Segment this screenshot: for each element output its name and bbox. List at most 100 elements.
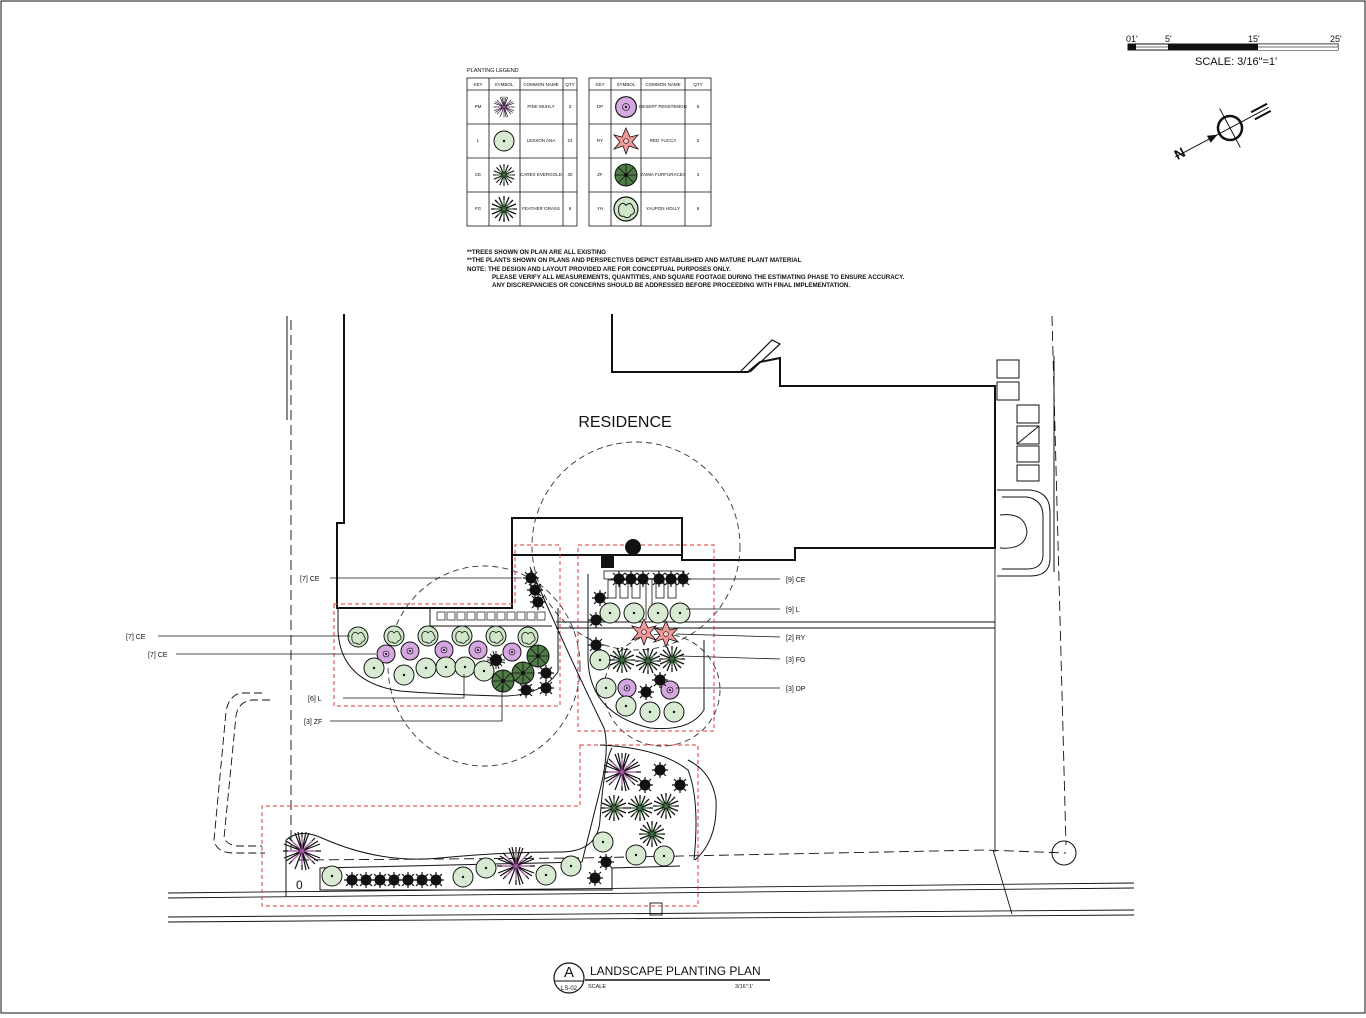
plant-ce bbox=[517, 681, 535, 699]
tree-trunk-icon bbox=[625, 539, 641, 555]
legend-qty: 6 bbox=[569, 206, 572, 211]
plant-l bbox=[625, 844, 647, 866]
callout-left-1: [7] CE bbox=[300, 576, 320, 583]
residence-label: RESIDENCE bbox=[578, 414, 671, 431]
note-line: **TREES SHOWN ON PLAN ARE ALL EXISTING bbox=[467, 249, 606, 256]
scale-bar: 0 1' 5' 15' 25' SCALE: 3/16"=1' bbox=[1126, 34, 1342, 68]
plant-yh bbox=[417, 625, 439, 647]
plant-fg bbox=[626, 794, 654, 822]
plant-l bbox=[475, 857, 497, 879]
plant-dp bbox=[468, 640, 488, 660]
plant-l bbox=[615, 695, 637, 717]
plant-ce bbox=[526, 581, 544, 599]
detail-bubble bbox=[553, 962, 585, 994]
callout-right-5: [3] DP bbox=[786, 686, 806, 693]
legend-name: DESERT PENSTEMON bbox=[639, 104, 687, 109]
red-yucca-symbol-icon bbox=[613, 127, 639, 155]
legend-header-name: COMMON NAME bbox=[645, 82, 680, 87]
plant-l bbox=[599, 602, 621, 624]
plant-l bbox=[393, 664, 415, 686]
plant-ce bbox=[637, 683, 655, 701]
plant-l bbox=[452, 866, 474, 888]
residence-outline bbox=[336, 314, 996, 609]
planting-legend: PLANTING LEGEND KEY SYMBOL C bbox=[466, 68, 712, 227]
plant-l bbox=[647, 602, 669, 624]
legend-qty: 24 bbox=[567, 138, 573, 143]
plant-yh bbox=[485, 625, 507, 647]
plant-ce bbox=[522, 569, 540, 587]
legend-qty: 3 bbox=[569, 104, 572, 109]
existing-tree-canopies bbox=[387, 441, 741, 767]
legend-name: ZAMIA FURFURACEA bbox=[640, 172, 686, 177]
plant-ce bbox=[634, 570, 652, 588]
plant-ce bbox=[537, 679, 555, 697]
side-yard-elements bbox=[996, 359, 1051, 577]
note-line: PLEASE VERIFY ALL MEASUREMENTS, QUANTITI… bbox=[492, 274, 905, 281]
plant-fg bbox=[634, 647, 662, 675]
plant-pm bbox=[602, 752, 642, 792]
north-arrow-icon bbox=[1175, 102, 1272, 158]
callout-left-4: [6] L bbox=[308, 696, 322, 703]
callout-labels: [7] CE [7] CE [7] CE [6] L [3] ZF [9] CE… bbox=[126, 576, 806, 726]
scale-label: SCALE: 3/16"=1' bbox=[1195, 56, 1277, 68]
north-letter: N bbox=[1171, 144, 1187, 163]
sheet-number: LS-02 bbox=[561, 986, 578, 992]
plant-ce bbox=[413, 871, 431, 889]
legend-key: L bbox=[477, 138, 480, 143]
plant-l bbox=[653, 845, 675, 867]
scale-tick-15: 15' bbox=[1248, 34, 1260, 44]
plant-ce bbox=[597, 853, 615, 871]
plant-ce bbox=[537, 664, 555, 682]
plant-ce bbox=[371, 871, 389, 889]
legend-key: ZF bbox=[597, 172, 603, 177]
plant-l bbox=[589, 649, 611, 671]
legend-key: PM bbox=[475, 104, 482, 109]
plant-ce bbox=[343, 871, 361, 889]
legend-table-right bbox=[588, 77, 712, 227]
scale-value: 3/16":1' bbox=[735, 984, 753, 990]
legend-key: YH bbox=[597, 206, 603, 211]
plant-fg bbox=[652, 792, 680, 820]
legend-qty: 30 bbox=[567, 172, 573, 177]
legend-name: FEATHER GRASS bbox=[522, 206, 560, 211]
legend-header-key: KEY bbox=[595, 82, 604, 87]
paver-row bbox=[436, 611, 546, 621]
note-line: ANY DISCREPANCIES OR CONCERNS SHOULD BE … bbox=[492, 282, 850, 289]
plant-l bbox=[623, 602, 645, 624]
drawing-title: LANDSCAPE PLANTING PLAN bbox=[590, 964, 761, 978]
sidewalk-curb bbox=[167, 388, 1135, 923]
bed-boundaries bbox=[261, 544, 715, 907]
pink-muhly-symbol-icon bbox=[493, 96, 515, 118]
callout-left-2: [7] CE bbox=[126, 634, 146, 641]
plant-yh bbox=[517, 626, 539, 648]
plant-l bbox=[669, 602, 691, 624]
callout-right-2: [9] L bbox=[786, 607, 800, 614]
legend-key: FG bbox=[475, 206, 482, 211]
plant-ce bbox=[636, 776, 654, 794]
plant-dp bbox=[502, 642, 522, 662]
legend-title: PLANTING LEGEND bbox=[467, 68, 519, 74]
plant-ce bbox=[586, 869, 604, 887]
legend-name: CAREX EVERGOLD bbox=[520, 172, 563, 177]
legend-qty: 2 bbox=[697, 138, 700, 143]
legend-header-symbol: SYMBOL bbox=[617, 82, 636, 87]
legend-qty: 8 bbox=[697, 104, 700, 109]
bed-edges bbox=[285, 566, 717, 897]
plant-fg bbox=[658, 645, 686, 673]
plant-l bbox=[663, 701, 685, 723]
legend-name: YAUPON HOLLY bbox=[646, 206, 680, 211]
plant-yh bbox=[347, 626, 369, 648]
scale-tick-25: 25' bbox=[1330, 34, 1342, 44]
legend-header-name: COMMON NAME bbox=[523, 82, 558, 87]
legend-header-qty: QTY bbox=[565, 82, 574, 87]
downspout-icon bbox=[601, 554, 614, 568]
utility-pole-icon bbox=[1051, 840, 1077, 866]
feather-grass-symbol-icon bbox=[490, 195, 518, 223]
lessonana-symbol-icon bbox=[493, 130, 515, 152]
zamia-symbol-icon bbox=[614, 163, 638, 187]
legend-name: RED YUCCA bbox=[650, 138, 676, 143]
plant-l bbox=[473, 660, 495, 682]
plant-l bbox=[595, 677, 617, 699]
legend-header-qty: QTY bbox=[693, 82, 702, 87]
